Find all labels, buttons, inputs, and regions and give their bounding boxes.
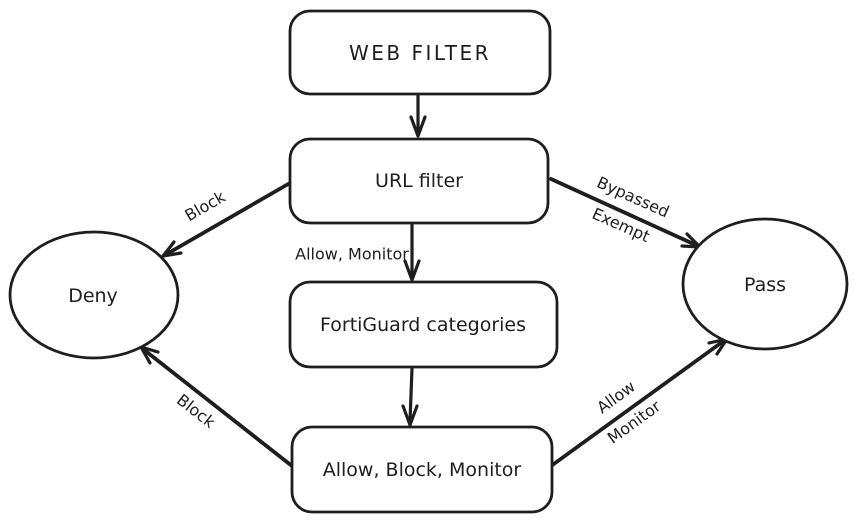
node-pass-label: Pass — [744, 274, 786, 296]
node-fortiguard-categories-label: FortiGuard categories — [320, 314, 526, 336]
edge-webfilter-to-urlfilter — [409, 93, 427, 138]
node-fortiguard-categories: FortiGuard categories — [288, 280, 559, 369]
edge-actions-to-pass — [549, 337, 729, 468]
edge-label-allow-monitor: Allow, Monitor — [295, 245, 409, 264]
node-actions: Allow, Block, Monitor — [290, 425, 554, 514]
edge-label-block-top: Block — [182, 187, 230, 225]
node-web-filter: WEB FILTER — [288, 9, 552, 96]
node-web-filter-label: WEB FILTER — [349, 41, 491, 65]
node-url-filter: URL filter — [288, 137, 550, 225]
node-deny-label: Deny — [68, 285, 118, 307]
node-deny: Deny — [8, 230, 180, 360]
edge-fortiguard-to-actions — [401, 366, 419, 427]
edge-label-block-bottom: Block — [173, 390, 219, 432]
node-actions-label: Allow, Block, Monitor — [323, 459, 522, 481]
edge-urlfilter-to-fortiguard — [403, 222, 421, 282]
node-url-filter-label: URL filter — [375, 170, 463, 192]
node-pass: Pass — [681, 217, 849, 351]
edge-actions-to-deny — [139, 345, 294, 468]
edge-urlfilter-to-deny — [161, 181, 292, 258]
